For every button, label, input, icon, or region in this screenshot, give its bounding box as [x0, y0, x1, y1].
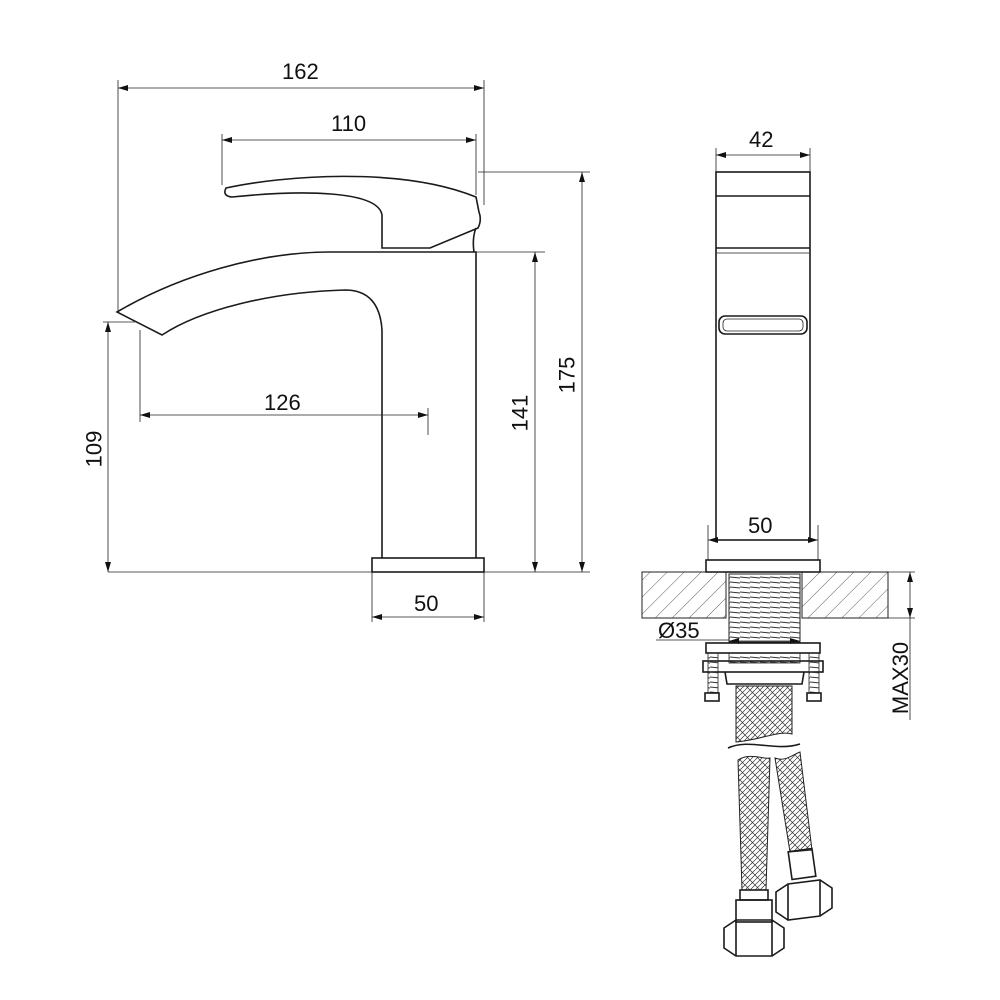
dim-body-width-front: 42 [749, 127, 774, 152]
braided-hose-left [737, 755, 771, 891]
bolt-right [808, 652, 820, 694]
bolt-left [707, 652, 719, 694]
dim-base-width-front: 50 [748, 513, 773, 538]
washer [702, 660, 824, 673]
dim-thread-diameter: Ø35 [658, 618, 700, 643]
dim-body-height: 141 [507, 394, 533, 432]
braided-hose-right [774, 751, 813, 853]
front-base [705, 559, 821, 573]
countertop-section [641, 571, 727, 619]
hex-nut-right [775, 879, 833, 921]
base-plate [371, 557, 485, 573]
dim-handle-length: 110 [331, 111, 367, 136]
front-view [641, 148, 915, 957]
dim-base-width-side: 50 [414, 591, 439, 616]
mounting-plate [705, 642, 821, 654]
aerator-slot [718, 315, 808, 335]
threaded-shank [728, 573, 801, 643]
side-view [103, 80, 590, 622]
handle-lever [224, 175, 482, 249]
dim-spout-height: 109 [81, 430, 107, 468]
front-body [715, 171, 811, 541]
dim-overall-length: 162 [282, 59, 319, 84]
dim-overall-height: 175 [554, 356, 580, 394]
dim-spout-reach: 126 [264, 390, 301, 415]
braided-hose-upper [735, 685, 793, 743]
hex-nut-left [723, 919, 785, 957]
dim-max-counter-thickness: MAX30 [888, 641, 914, 715]
